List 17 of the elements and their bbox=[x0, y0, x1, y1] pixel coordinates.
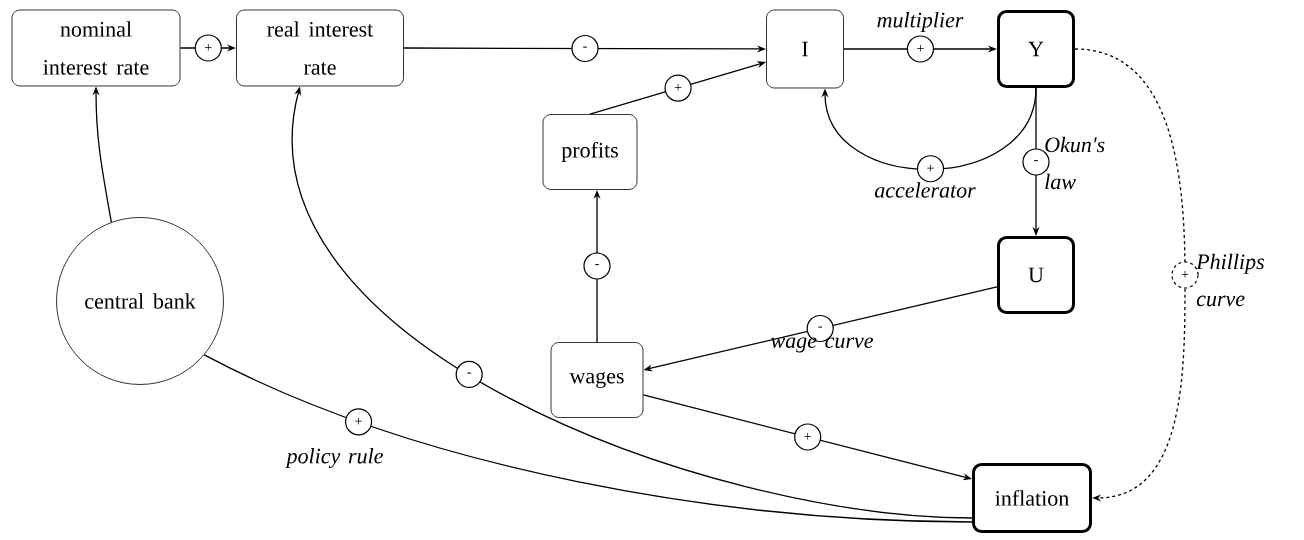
edge-caption: wage curve bbox=[771, 337, 873, 353]
variable-box: profits bbox=[542, 114, 638, 190]
arrow bbox=[1074, 48, 1186, 502]
edge-caption: Phillips curve bbox=[1196, 253, 1264, 307]
variable-box: wages bbox=[550, 342, 644, 418]
variable-box: real interest rate bbox=[236, 9, 404, 87]
edge-caption: policy rule bbox=[285, 448, 383, 468]
variable-box: I bbox=[766, 9, 844, 89]
variable-box: U bbox=[997, 236, 1075, 314]
edge-caption: multiplier bbox=[877, 12, 964, 32]
variable-box: nominal interest rate bbox=[11, 9, 181, 87]
variable-box: inflation bbox=[972, 463, 1092, 533]
circle-node: central bank bbox=[56, 217, 224, 385]
arrow bbox=[821, 87, 1037, 171]
connector-line bbox=[203, 354, 973, 523]
variable-box: Y bbox=[997, 10, 1075, 88]
edge-caption: accelerator bbox=[874, 182, 976, 198]
